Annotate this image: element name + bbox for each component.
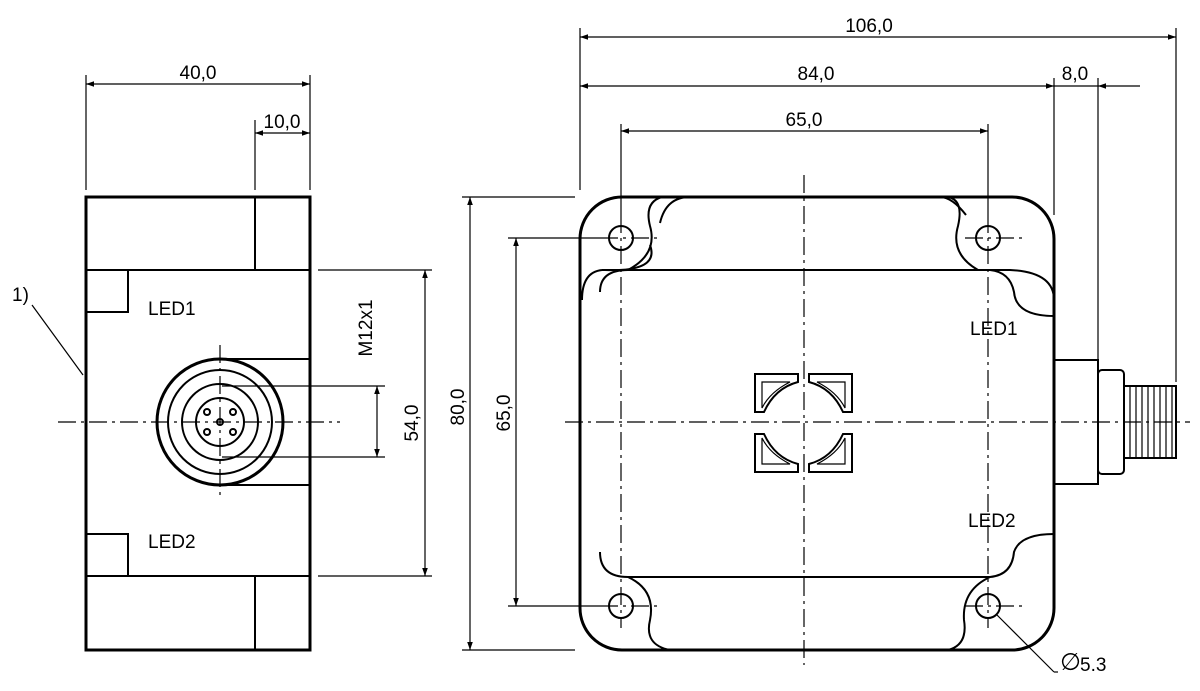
top-flange-inner (604, 196, 948, 272)
dim-total-length: 106,0 (845, 16, 893, 37)
dim-body-length: 84,0 (798, 64, 835, 85)
note-ref-label: 1) (12, 285, 29, 306)
hole-diameter-leader (995, 613, 1055, 673)
dim-hole-spacing-y: 65,0 (494, 395, 515, 432)
dim-body-height: 80,0 (448, 389, 469, 426)
right-connector-thread (1123, 385, 1177, 459)
top-recess (602, 196, 1055, 301)
left-led1-window (85, 269, 129, 313)
connector-pin-1 (203, 408, 211, 416)
note-leader (31, 304, 84, 376)
left-led2-window (85, 533, 129, 577)
lid-panel (599, 269, 1055, 317)
connector-pin-4 (229, 428, 237, 436)
lid-outline (581, 196, 979, 301)
lid-bottom (599, 533, 1055, 651)
left-view: 1) LED1 LED2 40,0 10,0 M12x1 54,0 (12, 63, 432, 652)
right-led1-label: LED1 (970, 319, 1018, 340)
dim-connector-length: 8,0 (1062, 64, 1088, 85)
diameter-symbol: ∅ (1060, 649, 1081, 676)
target-symbol (754, 373, 853, 473)
connector-pin-2 (229, 408, 237, 416)
right-led2-label: LED2 (968, 511, 1016, 532)
dim-hole-diameter: 5.3 (1080, 655, 1106, 676)
dim-hole-spacing-x: 65,0 (786, 110, 823, 131)
dim-left-width: 40,0 (180, 63, 217, 84)
dim-left-offset: 10,0 (264, 112, 301, 133)
connector-pin-3 (203, 428, 211, 436)
thread-hatching (1129, 386, 1173, 458)
left-body-outline (84, 195, 312, 652)
dim-left-height: 54,0 (402, 405, 423, 442)
dim-thread: M12x1 (356, 299, 377, 356)
left-led2-label: LED2 (148, 532, 196, 553)
left-led1-label: LED1 (148, 299, 196, 320)
right-view: LED1 LED2 106,0 84,0 8,0 65,0 80,0 65,0 (448, 16, 1190, 676)
